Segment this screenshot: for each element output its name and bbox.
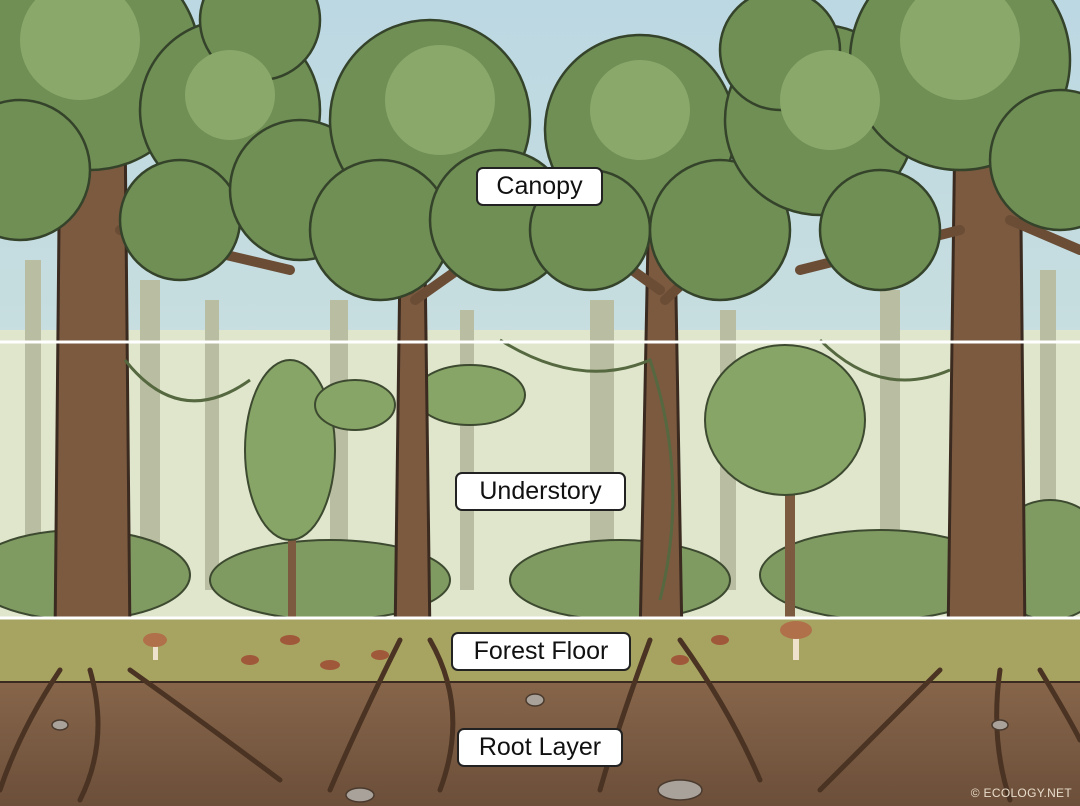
forest-floor-label: Forest Floor — [451, 632, 631, 671]
mushrooms — [143, 621, 812, 660]
understory-trees — [244, 344, 866, 620]
roots — [0, 637, 1080, 803]
root-layer-label: Root Layer — [457, 728, 623, 767]
stones — [51, 693, 1009, 803]
tree-trunks — [26, 118, 1065, 672]
canopy-label: Canopy — [476, 167, 603, 206]
understory-label: Understory — [455, 472, 626, 511]
vines — [123, 338, 951, 601]
fallen-leaves — [241, 635, 729, 670]
watermark: © ECOLOGY.NET — [970, 786, 1072, 800]
canopy-highlights — [20, 0, 1020, 160]
